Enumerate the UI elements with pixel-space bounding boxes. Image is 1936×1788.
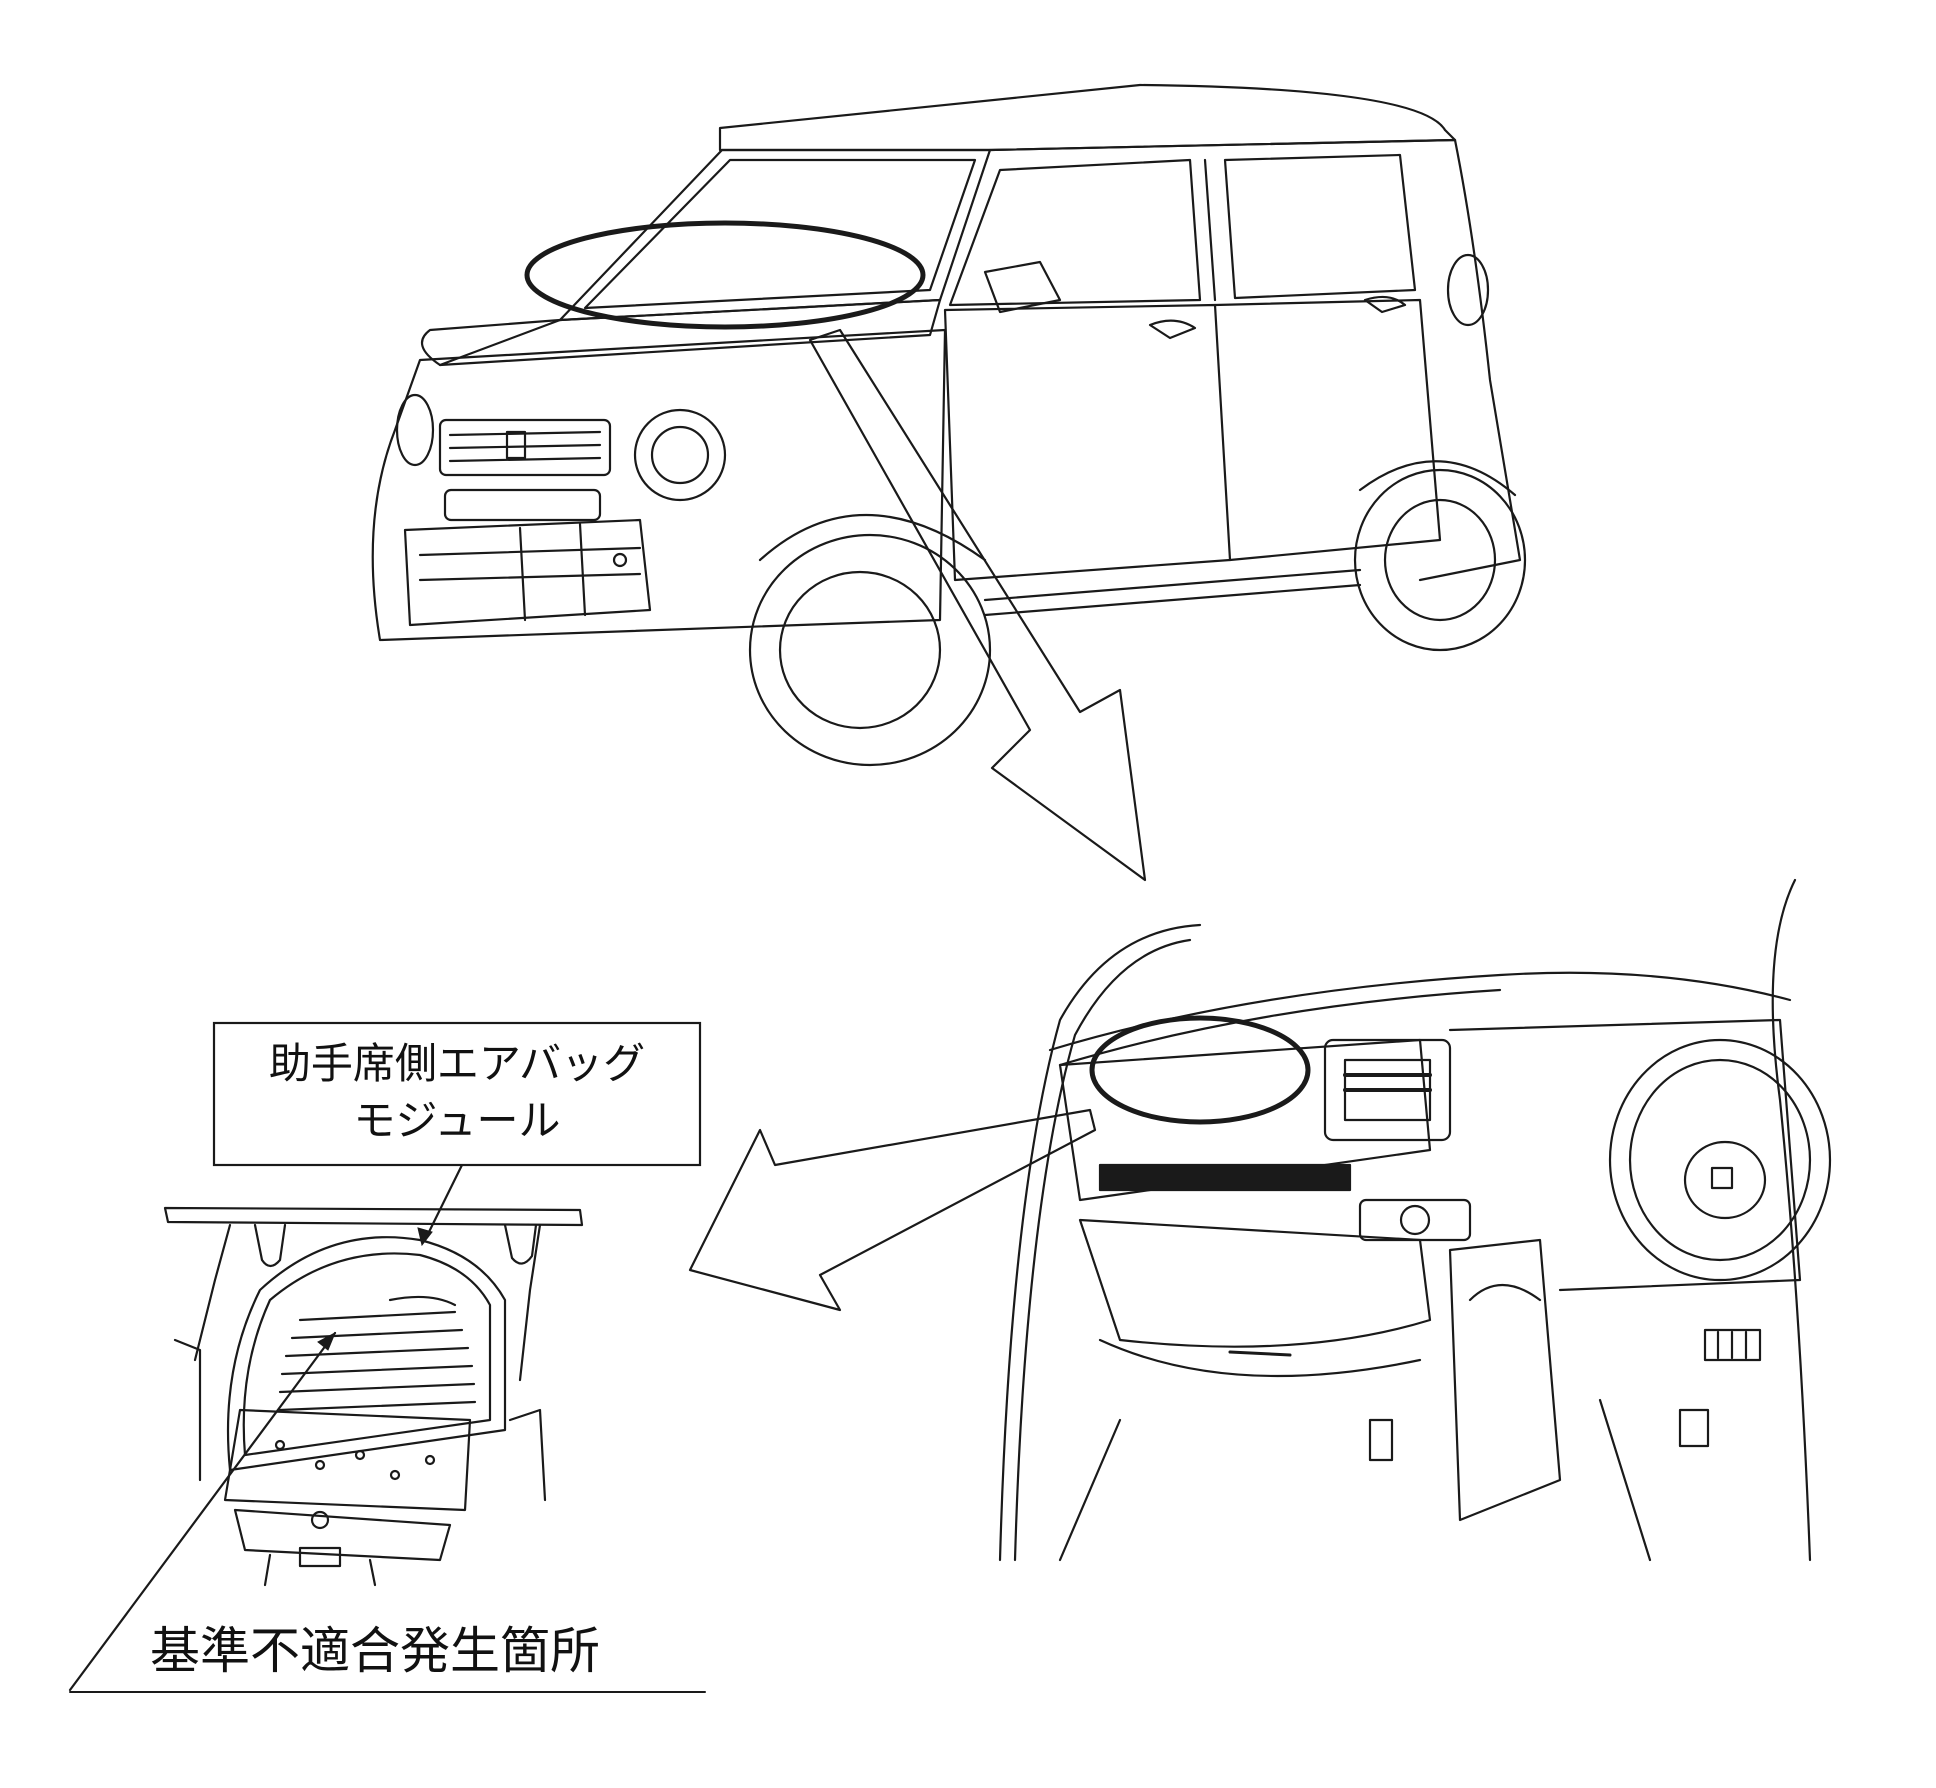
defect-location-text: 基準不適合発生箇所 <box>150 1622 600 1680</box>
airbag-module-illustration <box>163 1206 584 1587</box>
airbag-module-label: 助手席側エアバッグ モジュール <box>212 1021 702 1167</box>
arrow-dashboard-to-module <box>688 1108 1097 1312</box>
airbag-module-leader <box>417 1163 464 1247</box>
defect-pointer-arrow <box>68 1331 337 1692</box>
highlight-ellipse-dashboard <box>1089 1015 1311 1125</box>
car-illustration <box>371 83 1527 767</box>
airbag-module-label-line2: モジュール <box>353 1096 560 1145</box>
airbag-module-label-line1: 助手席側エアバッグ <box>269 1039 645 1088</box>
highlight-ellipse-car <box>524 220 926 330</box>
defect-location-label: 基準不適合発生箇所 <box>69 1622 706 1693</box>
arrow-car-to-dashboard <box>808 328 1147 882</box>
dashboard-illustration <box>998 878 1832 1562</box>
